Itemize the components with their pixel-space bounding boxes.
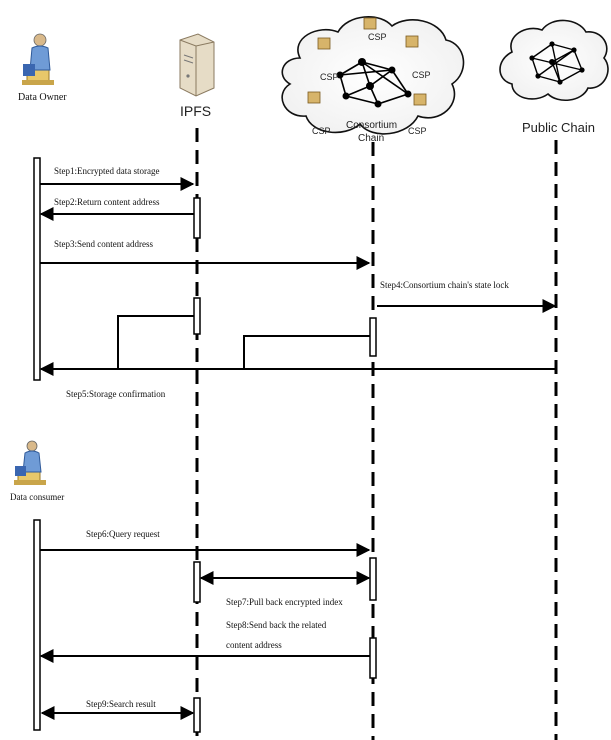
csp-label: CSP xyxy=(408,126,427,136)
data-consumer-label: Data consumer xyxy=(10,492,64,502)
server-icon xyxy=(179,33,215,97)
ipfs-activation xyxy=(193,297,201,335)
message-step4: Step4:Consortium chain's state lock xyxy=(377,280,557,313)
message-step7: Step7:Pull back encrypted index xyxy=(199,571,371,607)
message-step2: Step2:Return content address xyxy=(39,197,194,221)
public-chain-actor: Public Chain xyxy=(499,19,609,135)
step3-label: Step3:Send content address xyxy=(54,239,153,249)
message-step8: Step8:Send back the related content addr… xyxy=(39,620,370,663)
message-step9: Step9:Search result xyxy=(40,699,195,720)
person-icon xyxy=(14,440,46,485)
step6-label: Step6:Query request xyxy=(86,529,160,539)
step4-label: Step4:Consortium chain's state lock xyxy=(380,280,509,290)
data-owner-activation xyxy=(33,157,41,381)
consortium-activation xyxy=(369,637,377,679)
ipfs-activation xyxy=(193,561,201,603)
consortium-activation xyxy=(369,317,377,357)
message-step3: Step3:Send content address xyxy=(40,239,371,270)
data-consumer-activation xyxy=(33,519,41,731)
csp-label: CSP xyxy=(312,126,331,136)
consortium-activation xyxy=(369,557,377,601)
step8-label-line1: Step8:Send back the related xyxy=(226,620,327,630)
step2-label: Step2:Return content address xyxy=(54,197,160,207)
step5-label: Step5:Storage confirmation xyxy=(66,389,166,399)
public-network-graph xyxy=(531,43,583,83)
csp-box-icons xyxy=(307,17,427,106)
step1-label: Step1:Encrypted data storage xyxy=(54,166,159,176)
data-owner-actor: Data Owner xyxy=(18,33,67,103)
data-owner-label: Data Owner xyxy=(18,92,67,103)
public-chain-label: Public Chain xyxy=(522,120,595,135)
person-icon xyxy=(22,33,54,85)
consortium-nodes xyxy=(336,58,412,108)
consortium-chain-label: Consortium Chain xyxy=(346,120,400,144)
csp-label: CSP xyxy=(412,70,431,80)
consortium-chain-label-line: Chain xyxy=(358,133,384,144)
csp-label: CSP xyxy=(320,72,339,82)
step8-label-line2: content address xyxy=(226,640,282,650)
ipfs-activation xyxy=(193,197,201,239)
message-step1: Step1:Encrypted data storage xyxy=(40,166,195,191)
public-nodes xyxy=(529,41,585,85)
consortium-chain-actor: CSP CSP CSP CSP CSP Consortium Chain xyxy=(281,16,465,144)
ipfs-activation xyxy=(193,697,201,733)
data-consumer-actor: Data consumer xyxy=(10,440,64,502)
message-step5: Step5:Storage confirmation xyxy=(39,315,556,399)
message-step6: Step6:Query request xyxy=(40,529,371,557)
ipfs-actor: IPFS xyxy=(179,33,215,119)
step9-label: Step9:Search result xyxy=(86,699,156,709)
ipfs-label: IPFS xyxy=(180,103,211,119)
step7-label: Step7:Pull back encrypted index xyxy=(226,597,343,607)
csp-label: CSP xyxy=(368,32,387,42)
consortium-chain-label-line: Consortium xyxy=(346,120,397,131)
